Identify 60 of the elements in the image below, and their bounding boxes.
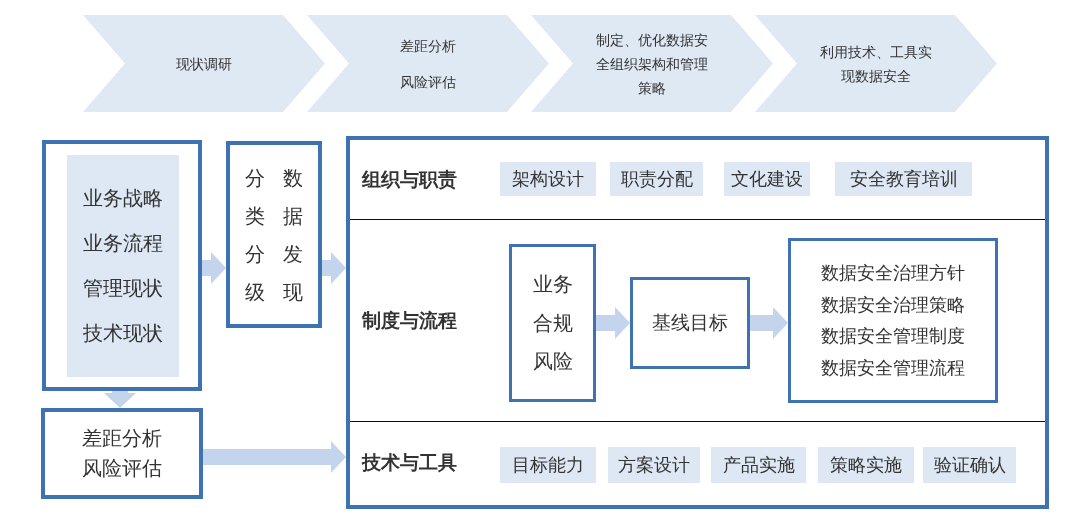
process-box	[630, 277, 750, 369]
text-label: 业务战略	[83, 185, 163, 212]
outline-frame	[42, 140, 202, 391]
block-arrow	[596, 307, 630, 339]
text-label: 方案设计	[618, 453, 690, 477]
text-label: 业务流程	[83, 230, 163, 257]
section-heading: 组织与职责	[362, 166, 457, 192]
process-box	[788, 238, 998, 403]
step-label: 风险评估	[399, 72, 457, 92]
outline-frame	[346, 136, 1049, 509]
tag-box	[818, 447, 914, 483]
text-label: 技术现状	[83, 320, 163, 347]
text-label: 验证确认	[933, 453, 1006, 477]
text-label: 数据安全管理制度	[821, 324, 965, 349]
process-box	[226, 141, 322, 328]
tag-box	[835, 162, 972, 196]
text-label: 风险	[532, 348, 573, 376]
tag-box	[711, 447, 806, 483]
text-label: 分类分级	[245, 164, 265, 306]
process-box	[509, 244, 596, 402]
block-arrow	[750, 307, 788, 339]
step-label: 差距分析	[399, 36, 457, 56]
chevron-step	[755, 15, 997, 112]
text-label: 风险评估	[82, 455, 162, 482]
process-box	[41, 408, 203, 499]
step-label: 制定、优化数据安全组织架构和管理策略	[595, 30, 709, 98]
block-arrow	[322, 252, 346, 284]
text-label: 目标能力	[512, 453, 584, 477]
shaded-panel	[67, 155, 179, 377]
step-label: 利用技术、工具实现数据安全	[819, 42, 933, 86]
tag-box	[724, 162, 810, 196]
chevron-step	[307, 15, 549, 112]
text-label: 业务	[532, 270, 573, 298]
text-label: 架构设计	[512, 167, 584, 191]
text-label: 产品实施	[722, 453, 795, 477]
section-heading: 制度与流程	[362, 307, 457, 333]
text-label: 策略实施	[830, 453, 902, 477]
step-label: 现状调研	[175, 54, 233, 74]
text-label: 安全教育培训	[849, 167, 958, 191]
section-heading: 技术与工具	[362, 450, 457, 475]
chevron-step	[531, 15, 773, 112]
block-arrow	[202, 252, 226, 284]
block-arrow	[203, 441, 346, 473]
tag-box	[500, 447, 596, 483]
text-label: 数据发现	[283, 164, 303, 306]
text-label: 基线目标	[652, 310, 728, 335]
text-label: 数据安全管理流程	[821, 356, 965, 381]
text-label: 职责分配	[620, 167, 693, 191]
tag-box	[923, 447, 1016, 483]
text-label: 数据安全治理方针	[821, 260, 965, 285]
text-label: 管理现状	[83, 275, 163, 302]
text-label: 数据安全治理策略	[821, 292, 965, 317]
text-label: 文化建设	[731, 167, 803, 191]
tag-box	[500, 162, 596, 196]
text-label: 合规	[532, 309, 573, 337]
chevron-step	[83, 15, 325, 112]
tag-box	[610, 162, 703, 196]
tag-box	[608, 447, 700, 483]
block-arrow	[104, 391, 136, 408]
text-label: 差距分析	[82, 425, 162, 452]
